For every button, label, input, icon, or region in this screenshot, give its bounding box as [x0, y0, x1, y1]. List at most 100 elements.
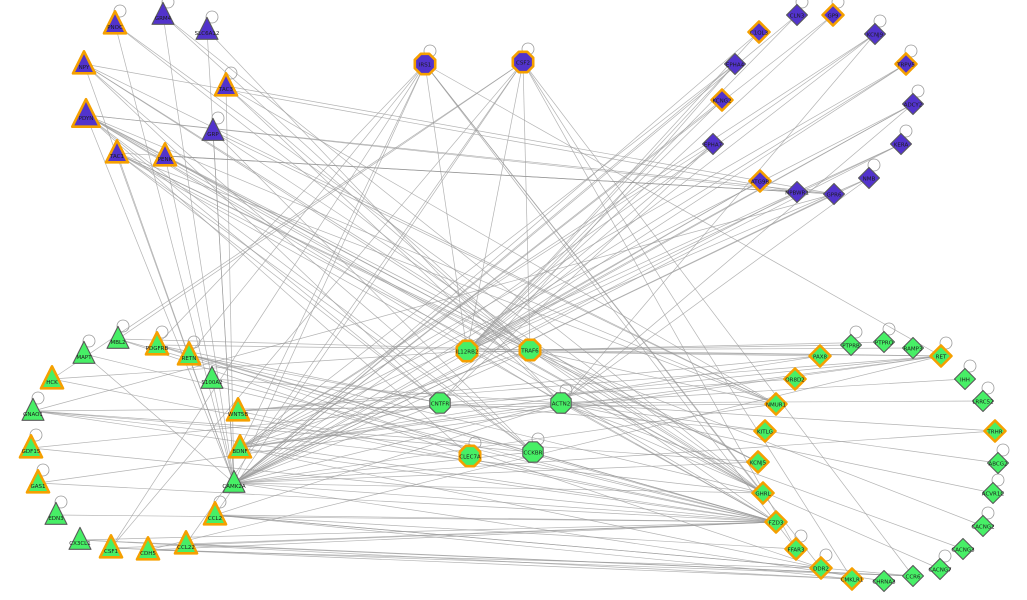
node-shape-diamond[interactable] [971, 514, 995, 538]
node-TAC1[interactable]: TAC1 [104, 139, 130, 164]
node-EPHA4[interactable]: EPHA4 [723, 52, 747, 76]
node-shape-triangle[interactable] [39, 365, 65, 390]
node-PENK[interactable]: PENK [152, 142, 178, 167]
node-shape-triangle[interactable] [144, 331, 170, 356]
node-shape-diamond[interactable] [764, 510, 788, 534]
node-shape-triangle[interactable] [44, 501, 68, 525]
node-shape-diamond[interactable] [840, 567, 864, 591]
node-shape-diamond[interactable] [953, 367, 977, 391]
node-shape-triangle[interactable] [151, 1, 175, 25]
node-shape-diamond[interactable] [901, 336, 925, 360]
node-NMUR1[interactable]: NMUR1 [764, 392, 788, 416]
node-shape-diamond[interactable] [809, 556, 833, 580]
node-shape-diamond[interactable] [747, 20, 771, 44]
node-GHRL[interactable]: GHRL [751, 481, 775, 505]
node-shape-octagon[interactable] [518, 338, 542, 362]
node-shape-diamond[interactable] [723, 52, 747, 76]
node-shape-triangle[interactable] [72, 340, 96, 364]
node-shape-diamond[interactable] [821, 3, 845, 27]
node-HCK[interactable]: HCK [39, 365, 65, 390]
node-shape-triangle[interactable] [70, 97, 102, 128]
node-shape-octagon[interactable] [511, 50, 535, 74]
node-CCR6[interactable]: CCR6 [901, 564, 925, 588]
node-shape-diamond[interactable] [746, 450, 770, 474]
node-CX3CL1[interactable]: CX3CL1 [68, 526, 92, 550]
node-shape-triangle[interactable] [225, 397, 251, 422]
node-NPBWR1[interactable]: NPBWR1 [785, 180, 809, 204]
node-CCKBR[interactable]: CCKBR [522, 441, 544, 463]
node-shape-triangle[interactable] [152, 142, 178, 167]
node-shape-triangle[interactable] [213, 72, 239, 97]
node-PDGFRB[interactable]: PDGFRB [144, 331, 170, 356]
node-shape-triangle[interactable] [21, 397, 45, 421]
node-shape-diamond[interactable] [857, 166, 881, 190]
node-shape-diamond[interactable] [753, 419, 777, 443]
node-shape-diamond[interactable] [951, 537, 975, 561]
node-shape-diamond[interactable] [901, 92, 925, 116]
node-IRS1[interactable]: IRS1 [413, 52, 437, 76]
node-shape-triangle[interactable] [104, 139, 130, 164]
node-shape-diamond[interactable] [872, 569, 896, 593]
node-shape-diamond[interactable] [784, 537, 808, 561]
node-CNTFR[interactable]: CNTFR [429, 392, 451, 414]
node-shape-triangle[interactable] [98, 534, 124, 559]
node-CACNG2[interactable]: CACNG2 [971, 514, 995, 538]
node-shape-diamond[interactable] [971, 389, 995, 413]
node-shape-triangle[interactable] [222, 469, 246, 493]
node-TRHR[interactable]: TRHR [983, 419, 1007, 443]
node-shape-triangle[interactable] [201, 117, 225, 141]
node-shape-octagon[interactable] [413, 52, 437, 76]
node-shape-diamond[interactable] [986, 451, 1010, 475]
node-GNAO1[interactable]: GNAO1 [21, 397, 45, 421]
node-shape-diamond[interactable] [785, 3, 809, 27]
node-shape-octagon[interactable] [455, 339, 479, 363]
node-shape-diamond[interactable] [839, 333, 863, 357]
node-shape-diamond[interactable] [808, 344, 832, 368]
node-shape-diamond[interactable] [751, 481, 775, 505]
node-ACTN2[interactable]: ACTN2 [550, 392, 572, 414]
node-shape-triangle[interactable] [202, 501, 228, 526]
node-shape-diamond[interactable] [701, 132, 725, 156]
node-TAC3[interactable]: TAC3 [213, 72, 239, 97]
node-CSF2[interactable]: CSF2 [511, 50, 535, 74]
node-PNOC[interactable]: PNOC [102, 10, 128, 35]
node-IL12RB2[interactable]: IL12RB2 [455, 339, 479, 363]
node-shape-diamond[interactable] [929, 344, 953, 368]
node-CHRNA3[interactable]: CHRNA3 [872, 569, 896, 593]
node-shape-diamond[interactable] [710, 88, 734, 112]
node-shape-diamond[interactable] [785, 180, 809, 204]
node-shape-diamond[interactable] [783, 367, 807, 391]
node-GPR6[interactable]: GPR6 [822, 182, 846, 206]
node-shape-triangle[interactable] [227, 434, 253, 459]
node-shape-triangle[interactable] [200, 365, 224, 389]
node-shape-octagon[interactable] [429, 392, 451, 414]
node-shape-octagon[interactable] [458, 444, 482, 468]
node-GRM4[interactable]: GRM4 [151, 1, 175, 25]
node-CACNG7[interactable]: CACNG7 [928, 557, 952, 581]
node-shape-diamond[interactable] [764, 392, 788, 416]
node-shape-diamond[interactable] [981, 481, 1005, 505]
node-shape-triangle[interactable] [71, 50, 97, 75]
node-NPY[interactable]: NPY [71, 50, 97, 75]
node-shape-triangle[interactable] [135, 536, 161, 561]
node-shape-triangle[interactable] [106, 325, 130, 349]
node-shape-triangle[interactable] [102, 10, 128, 35]
node-shape-triangle[interactable] [195, 16, 219, 40]
node-PDYN[interactable]: PDYN [70, 97, 102, 128]
node-shape-diamond[interactable] [872, 330, 896, 354]
node-shape-triangle[interactable] [18, 434, 44, 459]
node-shape-triangle[interactable] [25, 469, 51, 494]
node-shape-octagon[interactable] [522, 441, 544, 463]
node-shape-diamond[interactable] [894, 52, 918, 76]
node-TRAF6[interactable]: TRAF6 [518, 338, 542, 362]
node-shape-diamond[interactable] [889, 132, 913, 156]
node-shape-diamond[interactable] [901, 564, 925, 588]
node-CLEC7A[interactable]: CLEC7A [458, 444, 482, 468]
node-CACNG3[interactable]: CACNG3 [951, 537, 975, 561]
node-shape-triangle[interactable] [173, 530, 199, 555]
node-FZD3[interactable]: FZD3 [764, 510, 788, 534]
node-shape-diamond[interactable] [822, 182, 846, 206]
node-shape-diamond[interactable] [748, 169, 772, 193]
node-CAMK2A[interactable]: CAMK2A [222, 469, 246, 493]
